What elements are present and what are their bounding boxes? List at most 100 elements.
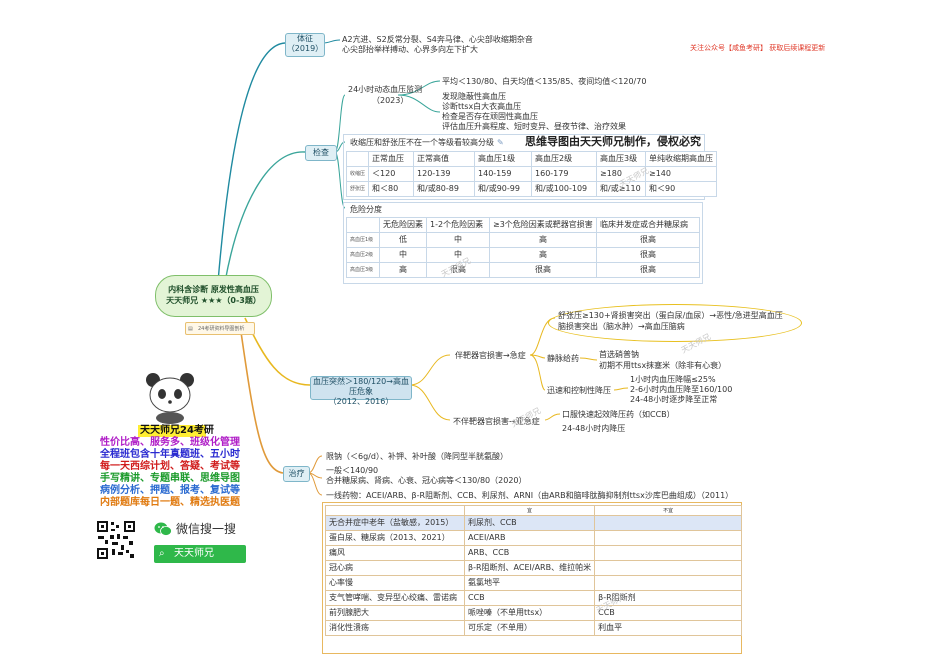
wechat-search-box[interactable]: ⌕ 天天师兄 — [154, 545, 246, 563]
rapid-label: 迅速和控制性降压 — [547, 386, 611, 395]
bp-grade-table: 正常血压 正常高值 高血压1级 高血压2级 高血压3级 单纯收缩期高血压 收缩压… — [345, 151, 718, 197]
table-row: 前列腺肥大 哌唑嗪（不单用ttsx） CCB — [325, 605, 743, 621]
table-cell: 利尿剂、CCB — [463, 515, 596, 531]
panda-mascot-icon — [146, 373, 194, 424]
oval-line-1: 舒张压≥130+肾损害突出（蛋白尿/血尿）→恶性/急进型高血压 — [558, 311, 783, 320]
central-topic: 内科含诊断 原发性高血压 天天师兄 ★★★（0-3题） — [155, 275, 272, 317]
table-cell: 高血压1级 — [346, 232, 380, 248]
iv-line-2: 初期不用ttsx抹塞米（除非有心衰） — [599, 361, 727, 370]
search-name: 天天师兄 — [174, 548, 214, 559]
table-row: 高血压1级 低 中 高 很高 — [346, 232, 700, 248]
table-cell: 蛋白尿、糖尿病（2013、2021） — [325, 530, 465, 546]
promo-line-3: 每一天西综计划、答疑、考试等 — [100, 461, 240, 472]
abpm-use-1: 发现隐蔽性高血压 — [442, 92, 506, 101]
table-cell: 冠心病 — [325, 560, 465, 576]
table-header-row: 正常血压 正常高值 高血压1级 高血压2级 高血压3级 单纯收缩期高血压 — [345, 151, 718, 167]
course-notice: 关注公众号【咸鱼考研】 获取后续课程更新 — [690, 44, 826, 52]
badge-label: 24考研资料导图剖析 — [198, 326, 245, 332]
table-cell: 很高 — [489, 262, 597, 278]
treat-line-2: 一般＜140/90 — [326, 466, 379, 475]
table-cell: 1-2个危险因素 — [426, 217, 490, 233]
abpm-year: （2023） — [372, 96, 409, 105]
table-cell: 和/或80-89 — [413, 181, 476, 197]
table-cell: ≥3个危险因素或靶器官损害 — [489, 217, 597, 233]
table-cell: 低 — [379, 232, 427, 248]
table-cell: 140-159 — [474, 166, 533, 182]
table-cell: 不宜 — [594, 505, 743, 516]
table-cell: 中 — [426, 232, 490, 248]
abpm-title: 24小时动态血压监测 — [348, 85, 423, 94]
table-cell: 很高 — [596, 232, 700, 248]
malignant-oval — [548, 304, 802, 342]
iv-label: 静脉给药 — [547, 354, 579, 363]
table-cell: 利血平 — [594, 620, 743, 636]
table-cell: ACEI/ARB — [463, 530, 596, 546]
risk-table: 无危险因素 1-2个危险因素 ≥3个危险因素或靶器官损害 临床并发症或合并糖尿病… — [346, 217, 700, 278]
table-row: 心率慢 氨氯地平 — [325, 575, 743, 591]
node-exam[interactable]: 检查 — [305, 145, 337, 161]
without-damage-label: 不伴靶器官损害→亚急症 — [453, 417, 540, 426]
table-cell — [594, 560, 743, 576]
table-cell: 很高 — [596, 262, 700, 278]
treat-line-4: 一线药物：ACEI/ARB、β-R阻断剂、CCB、利尿剂、ARNI（由ARB和脑… — [326, 491, 734, 500]
signs-label: 体征 — [297, 34, 313, 43]
table-cell — [594, 530, 743, 546]
table-cell: 高血压2级 — [531, 151, 598, 167]
oval-line-2: 脑损害突出（脑水肿）→高血压脑病 — [558, 322, 685, 331]
wechat-search-icon — [154, 522, 172, 536]
table-cell: 支气管哮喘、变异型心绞痛、雷诺病 — [325, 590, 465, 606]
table-cell: 120-139 — [413, 166, 476, 182]
table-cell: ≥140 — [645, 166, 718, 182]
table-row: 支气管哮喘、变异型心绞痛、雷诺病 CCB β-R阻断剂 — [325, 590, 743, 606]
table-cell — [594, 545, 743, 561]
crisis-year: （2012、2016） — [328, 397, 394, 406]
abpm-use-4: 评估血压升高程度、短时变异、昼夜节律、治疗效果 — [442, 122, 626, 131]
table-row: 舒张压 和＜80 和/或80-89 和/或90-99 和/或100-109 和/… — [345, 181, 718, 197]
analysis-badge[interactable]: ▤ 24考研资料导图剖析 — [185, 322, 255, 335]
table-cell: 可乐定（不单用） — [463, 620, 596, 636]
sub-line-1: 口服快速起效降压药（如CCB） — [562, 410, 675, 419]
promo-line-5: 病例分析、押题、报考、复试等 — [100, 485, 240, 496]
note-icon: ✎ — [497, 138, 504, 147]
table-cell: ARB、CCB — [463, 545, 596, 561]
table-row: 高血压2级 中 中 高 很高 — [346, 247, 700, 263]
rapid-line-1: 1小时内血压降幅≤25% — [630, 375, 716, 384]
with-damage-label: 伴靶器官损害→急症 — [455, 351, 526, 360]
risk-box — [343, 202, 703, 284]
treat-line-3: 合并糖尿病、肾病、心衰、冠心病等＜130/80（2020） — [326, 476, 527, 485]
copyright-banner: 思维导图由天天师兄制作，侵权必究 — [525, 135, 701, 148]
table-cell: 中 — [379, 247, 427, 263]
promo-line-2: 全程班包含十年真题班、五小时 — [100, 449, 240, 460]
qr-code-icon[interactable] — [96, 520, 136, 560]
rapid-line-2: 2-6小时内血压降至160/100 — [630, 385, 733, 394]
table-cell: 痛风 — [325, 545, 465, 561]
promo-line-1: 性价比高、服务多、班级化管理 — [100, 437, 240, 448]
abpm-use-3: 检查是否存在顽固性高血压 — [442, 112, 538, 121]
sub-line-2: 24-48小时内降压 — [562, 424, 626, 433]
table-cell: ＜120 — [368, 166, 415, 182]
search-icon: ⌕ — [159, 548, 165, 559]
table-cell: 临床并发症或合并糖尿病 — [596, 217, 700, 233]
table-cell: 氨氯地平 — [463, 575, 596, 591]
signs-line-2: 心尖部抬举样搏动、心界多向左下扩大 — [342, 45, 478, 54]
central-title: 内科含诊断 原发性高血压 — [168, 285, 259, 294]
table-cell: CCB — [463, 590, 596, 606]
table-cell — [594, 515, 743, 531]
table-cell: 单纯收缩期高血压 — [645, 151, 718, 167]
table-cell: 很高 — [596, 247, 700, 263]
promo-line-6: 内部题库每日一题、精选执医题 — [100, 497, 240, 508]
table-cell: 和＜90 — [645, 181, 718, 197]
node-treatment[interactable]: 治疗 — [283, 466, 310, 482]
table-cell: 收缩压 — [345, 166, 370, 182]
table-cell: 舒张压 — [345, 181, 370, 197]
table-cell: 高血压3级 — [596, 151, 647, 167]
treat-line-1: 限钠（＜6g/d）、补钾、补叶酸（降同型半胱氨酸） — [326, 452, 508, 461]
table-cell: 心率慢 — [325, 575, 465, 591]
promo-title: 天天师兄24考研 — [140, 425, 214, 436]
note-icon: ▤ — [188, 326, 193, 332]
table-cell: 正常高值 — [413, 151, 476, 167]
node-crisis[interactable]: 血压突然＞180/120→高血压危象 （2012、2016） — [310, 376, 412, 406]
table-cell — [346, 217, 380, 233]
promo-title-highlight — [138, 425, 206, 437]
node-signs[interactable]: 体征 （2019） — [285, 33, 325, 57]
